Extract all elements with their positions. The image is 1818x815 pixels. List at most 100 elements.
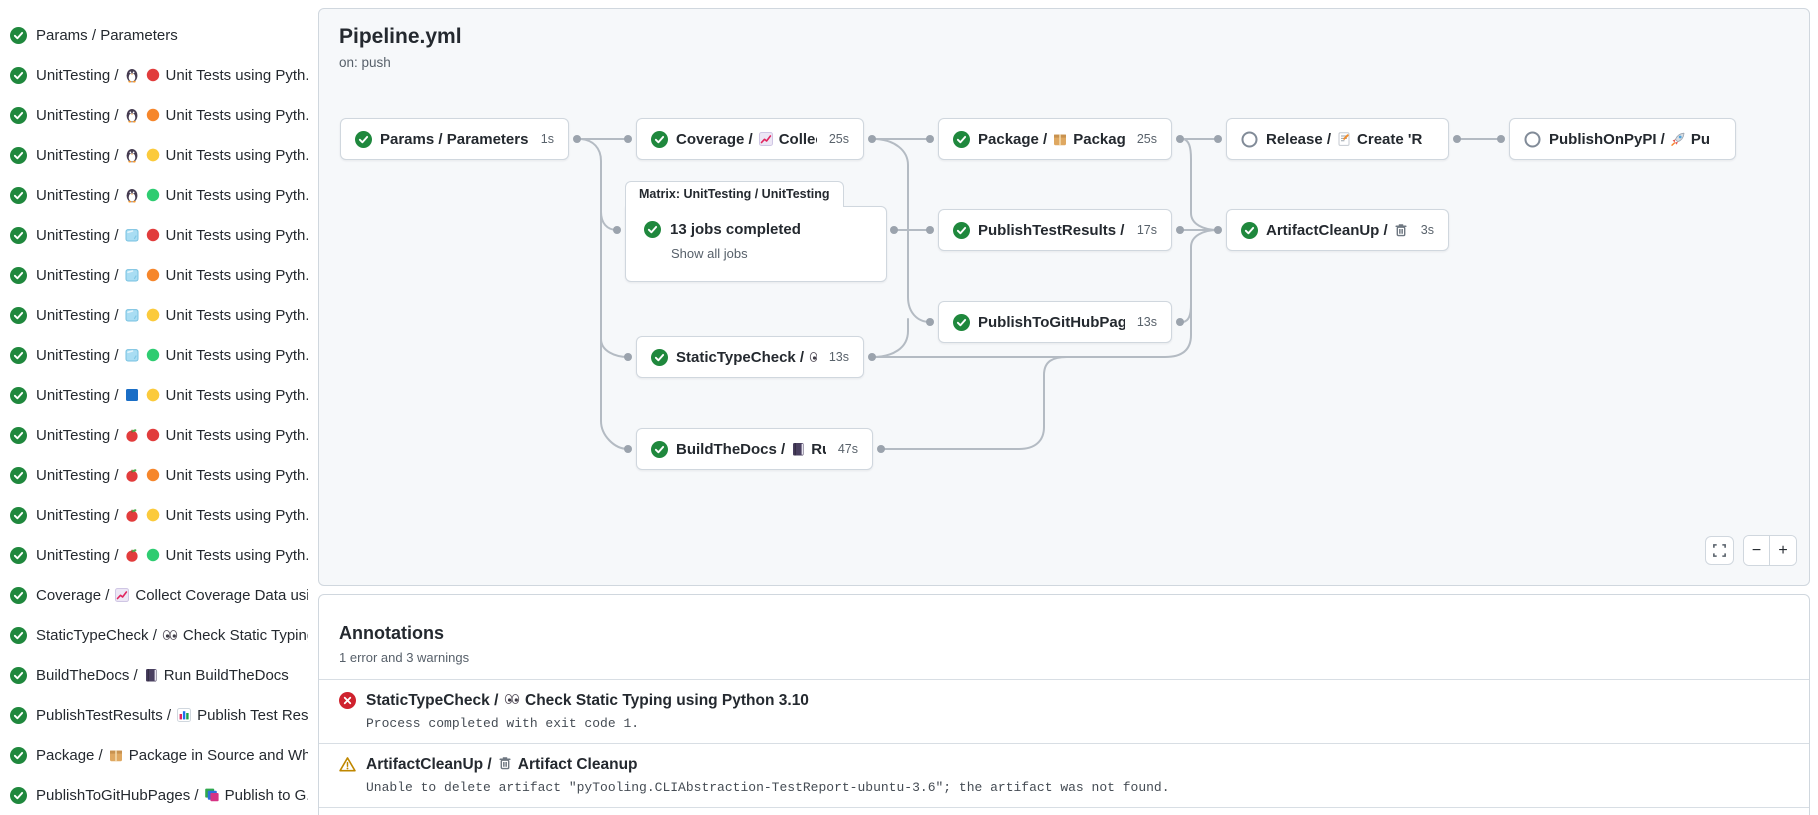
job-label: ArtifactCleanUp / Artifac...: [1266, 222, 1409, 239]
graph-node-coverage[interactable]: Coverage / Collect Cove...25s: [636, 118, 864, 160]
job-duration: 13s: [1136, 315, 1157, 329]
graph-controls: − +: [1705, 535, 1797, 566]
ice-cube-icon: [124, 307, 140, 323]
eyes-icon: [504, 691, 520, 707]
check-circle-icon: [651, 130, 668, 148]
graph-node-acu[interactable]: ArtifactCleanUp / Artifac...3s: [1226, 209, 1449, 251]
check-circle-icon: [355, 130, 372, 148]
wastebasket-icon: [1393, 222, 1409, 238]
wastebasket-icon: [497, 755, 513, 771]
sidebar-job-item-unittesting[interactable]: UnitTesting / Unit Tests using Pyth...: [0, 295, 312, 335]
graph-node-pypi[interactable]: PublishOnPyPI / Publish to ...: [1509, 118, 1736, 160]
job-duration: 25s: [828, 132, 849, 146]
graph-node-package[interactable]: Package / Package in So...25s: [938, 118, 1172, 160]
sidebar-job-item-unittesting[interactable]: UnitTesting / Unit Tests using Pyth...: [0, 95, 312, 135]
job-label: PublishOnPyPI / Publish to ...: [1549, 130, 1709, 148]
graph-node-ptr[interactable]: PublishTestResults / Pu...17s: [938, 209, 1172, 251]
pipeline-title: Pipeline.yml: [339, 25, 462, 48]
pipeline-trigger: on: push: [339, 55, 391, 70]
job-label: UnitTesting / Unit Tests using Pyth...: [36, 346, 308, 364]
apple-icon: [124, 547, 140, 563]
check-circle-icon: [10, 426, 27, 444]
graph-node-btd[interactable]: BuildTheDocs / Run Buil...47s: [636, 428, 873, 470]
check-circle-icon: [10, 546, 27, 564]
zoom-out-button[interactable]: −: [1744, 536, 1770, 565]
sidebar-job-item-buildthedocs[interactable]: BuildTheDocs / Run BuildTheDocs: [0, 655, 312, 695]
penguin-icon: [124, 187, 140, 203]
sidebar-job-item-unittesting[interactable]: UnitTesting / Unit Tests using Pyth...: [0, 535, 312, 575]
sidebar-job-item-package[interactable]: Package / Package in Source and Wh...: [0, 735, 312, 775]
graph-node-stc[interactable]: StaticTypeCheck / Chec...13s: [636, 336, 864, 378]
circle-red-icon: [145, 427, 161, 443]
job-duration: 47s: [837, 442, 858, 456]
circle-green-icon: [145, 187, 161, 203]
check-circle-icon: [10, 466, 27, 484]
sidebar-job-item-unittesting[interactable]: UnitTesting / Unit Tests using Pyth...: [0, 55, 312, 95]
annotations-panel: Annotations 1 error and 3 warnings Stati…: [318, 594, 1810, 815]
job-label: UnitTesting / Unit Tests using Pyth...: [36, 466, 308, 484]
job-label: Params / Parameters: [380, 130, 529, 148]
check-circle-icon: [10, 506, 27, 524]
sidebar-job-item-unittesting[interactable]: UnitTesting / Unit Tests using Pyth...: [0, 375, 312, 415]
books-icon: [204, 787, 220, 803]
annotation-job-link[interactable]: StaticTypeCheck / Check Static Typing us…: [339, 691, 1789, 710]
check-circle-icon: [651, 440, 668, 458]
graph-node-release[interactable]: Release / Create 'Release P...: [1226, 118, 1449, 160]
ice-cube-icon: [124, 347, 140, 363]
job-label: UnitTesting / Unit Tests using Pyth...: [36, 66, 308, 84]
sidebar-job-item-publishtestresults[interactable]: PublishTestResults / Publish Test Resu..…: [0, 695, 312, 735]
sidebar-job-item-unittesting[interactable]: UnitTesting / Unit Tests using Pyth...: [0, 135, 312, 175]
job-label: UnitTesting / Unit Tests using Pyth...: [36, 186, 308, 204]
check-circle-icon: [10, 706, 27, 724]
skipped-circle-icon: [1524, 130, 1541, 148]
check-circle-icon: [10, 626, 27, 644]
fit-view-button[interactable]: [1705, 536, 1734, 565]
sidebar-job-item-unittesting[interactable]: UnitTesting / Unit Tests using Pyth...: [0, 335, 312, 375]
sidebar-job-item-publishtogithubpages[interactable]: PublishToGitHubPages / Publish to G...: [0, 775, 312, 815]
eyes-icon: [809, 349, 817, 365]
job-label: PublishToGitHubPages / ...: [978, 314, 1125, 331]
sidebar-job-item-params[interactable]: Params / Parameters: [0, 15, 312, 55]
sidebar-job-item-statictypecheck[interactable]: StaticTypeCheck / Check Static Typing...: [0, 615, 312, 655]
circle-yellow-icon: [145, 147, 161, 163]
error-icon: [339, 692, 356, 709]
sidebar-job-item-unittesting[interactable]: UnitTesting / Unit Tests using Pyth...: [0, 215, 312, 255]
check-circle-icon: [10, 306, 27, 324]
sidebar-job-item-coverage[interactable]: Coverage / Collect Coverage Data usi...: [0, 575, 312, 615]
package-icon: [108, 747, 124, 763]
circle-green-icon: [145, 547, 161, 563]
job-label: UnitTesting / Unit Tests using Pyth...: [36, 546, 308, 564]
job-label: UnitTesting / Unit Tests using Pyth...: [36, 306, 308, 324]
circle-orange-icon: [145, 107, 161, 123]
sidebar-job-item-unittesting[interactable]: UnitTesting / Unit Tests using Pyth...: [0, 455, 312, 495]
pipeline-graph-panel: Pipeline.yml on: push Pa: [318, 8, 1810, 586]
job-label: UnitTesting / Unit Tests using Pyth...: [36, 106, 308, 124]
graph-node-pghp[interactable]: PublishToGitHubPages / ... 13s: [938, 301, 1172, 343]
matrix-card[interactable]: Matrix: UnitTesting / UnitTesting 13 job…: [625, 181, 887, 282]
annotation-job-link[interactable]: ArtifactCleanUp / Artifact Cleanup: [339, 755, 1789, 774]
matrix-tab: Matrix: UnitTesting / UnitTesting: [625, 181, 844, 207]
zoom-in-button[interactable]: +: [1770, 536, 1796, 565]
matrix-jobs-completed: 13 jobs completed: [670, 221, 801, 238]
skipped-circle-icon: [1241, 130, 1258, 148]
sidebar-job-item-unittesting[interactable]: UnitTesting / Unit Tests using Pyth...: [0, 175, 312, 215]
job-label: StaticTypeCheck / Check Static Typing...: [36, 626, 308, 644]
memo-icon: [1336, 131, 1352, 147]
job-label: PublishTestResults / Publish Test Resu..…: [36, 706, 308, 724]
check-circle-icon: [10, 146, 27, 164]
penguin-icon: [124, 107, 140, 123]
eyes-icon: [162, 627, 178, 643]
annotation-error: StaticTypeCheck / Check Static Typing us…: [319, 679, 1809, 743]
sidebar-job-item-unittesting[interactable]: UnitTesting / Unit Tests using Pyth...: [0, 495, 312, 535]
sidebar-job-item-unittesting[interactable]: UnitTesting / Unit Tests using Pyth...: [0, 255, 312, 295]
show-all-jobs-link[interactable]: Show all jobs: [671, 246, 748, 261]
circle-red-icon: [145, 67, 161, 83]
sidebar-job-item-unittesting[interactable]: UnitTesting / Unit Tests using Pyth...: [0, 415, 312, 455]
check-circle-icon: [10, 786, 27, 804]
blue-square-icon: [124, 387, 140, 403]
annotations-list: StaticTypeCheck / Check Static Typing us…: [319, 679, 1809, 815]
